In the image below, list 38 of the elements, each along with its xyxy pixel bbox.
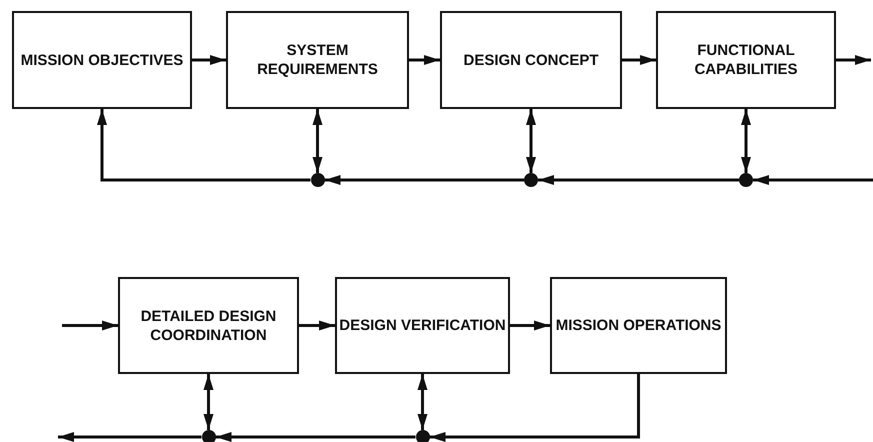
junction-dot (524, 173, 538, 187)
arrow (216, 432, 416, 442)
arrow (538, 175, 739, 185)
arrow (418, 374, 428, 430)
arrow (430, 374, 640, 442)
arrow (409, 55, 440, 65)
arrow (741, 109, 751, 173)
box-label: MISSION OPERATIONS (556, 316, 722, 335)
process-box (440, 11, 622, 109)
process-box (656, 11, 836, 109)
arrow (526, 109, 536, 173)
arrow (62, 320, 118, 330)
process-box (118, 277, 299, 374)
arrow (58, 432, 202, 442)
arrow (753, 175, 873, 185)
process-box (226, 11, 409, 109)
arrow (97, 109, 310, 182)
box-label: SYSTEM REQUIREMENTS (256, 41, 379, 79)
junction-dot (202, 430, 216, 442)
arrow (312, 109, 322, 173)
junction-dot (739, 173, 753, 187)
process-box (550, 277, 727, 374)
box-label: FUNCTIONAL CAPABILITIES (693, 41, 799, 79)
arrow (204, 374, 214, 430)
junction-dot (416, 430, 430, 442)
junction-dot (310, 173, 324, 187)
arrow (324, 175, 524, 185)
arrow (192, 55, 226, 65)
process-box (12, 11, 192, 109)
process-box (335, 277, 510, 374)
box-label: DESIGN CONCEPT (463, 50, 598, 70)
arrow (299, 320, 335, 330)
box-label: MISSION OBJECTIVES (20, 50, 184, 70)
arrow (510, 320, 550, 330)
box-label: DETAILED DESIGN COORDINATION (140, 306, 278, 344)
arrow (622, 55, 656, 65)
arrow (836, 55, 871, 65)
box-label: DESIGN VERIFICATION (339, 316, 506, 335)
